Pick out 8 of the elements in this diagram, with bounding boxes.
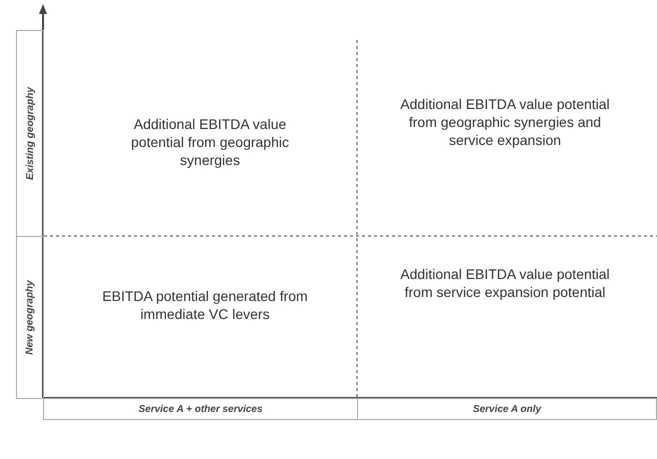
- quadrant-text: Additional EBITDA value potential from geographic synergies and service expansion: [399, 95, 611, 150]
- axis-label: Service A + other services: [43, 398, 358, 420]
- axis-label: Existing geography: [16, 30, 44, 237]
- quadrant-text: Additional EBITDA value potential from service expansion potential: [399, 265, 611, 302]
- axis-label: Service A only: [357, 398, 657, 420]
- axis-label: New geography: [16, 236, 44, 399]
- quadrant-text: EBITDA potential generated from immediate VC levers: [101, 287, 309, 324]
- quadrant-text: Additional EBITDA value potential from geographic synergies: [130, 115, 290, 170]
